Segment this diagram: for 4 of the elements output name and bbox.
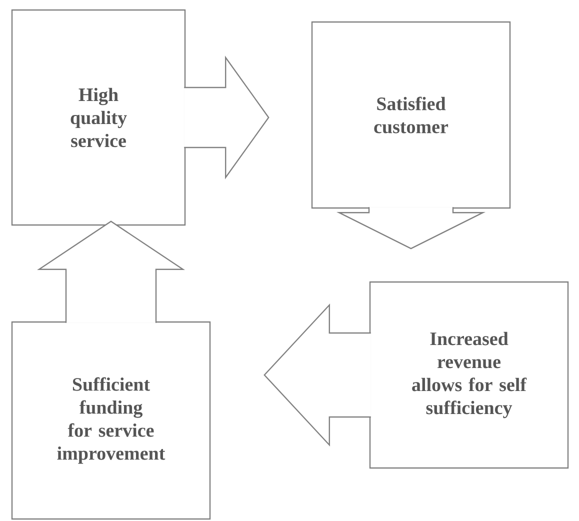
block-arrow (37, 220, 185, 324)
block-arrow (184, 56, 270, 180)
block-arrow (336, 206, 486, 250)
block-arrow (264, 303, 372, 447)
